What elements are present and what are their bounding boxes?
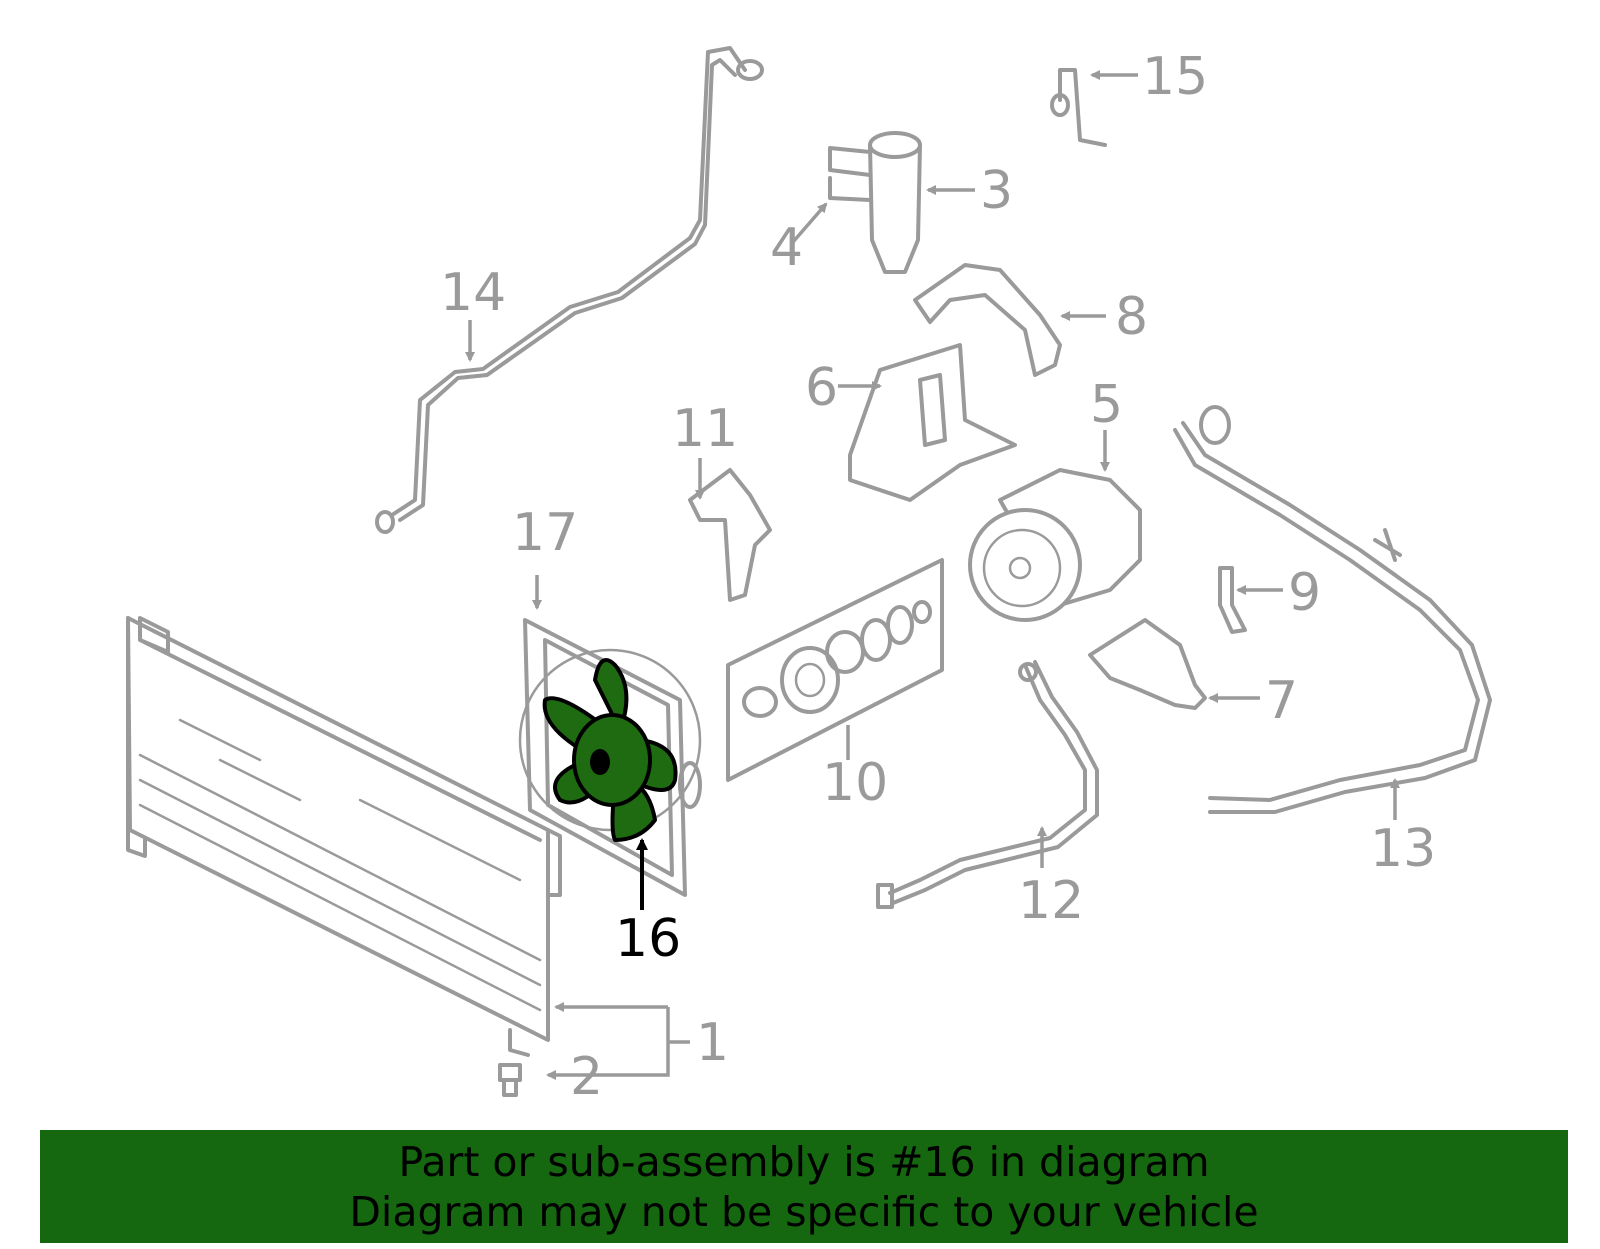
callout-1: 1 bbox=[696, 1013, 729, 1073]
callout-8: 8 bbox=[1115, 287, 1148, 347]
callout-13: 13 bbox=[1370, 819, 1436, 879]
bracket-part-8[interactable] bbox=[913, 263, 1062, 377]
compressor-part[interactable] bbox=[968, 468, 1142, 622]
parts-diagram: 1 2 3 4 5 6 7 8 9 10 11 12 13 14 15 16 1… bbox=[126, 46, 1492, 1107]
callout-15: 15 bbox=[1142, 47, 1208, 107]
callout-6: 6 bbox=[805, 358, 838, 418]
drier-bracket-part[interactable] bbox=[828, 146, 872, 202]
bracket-part-11[interactable] bbox=[688, 468, 772, 602]
pipe-part-14[interactable] bbox=[375, 46, 764, 534]
bracket-part-7[interactable] bbox=[1088, 618, 1207, 710]
bolt-part[interactable] bbox=[498, 1063, 522, 1097]
clutch-kit-part[interactable] bbox=[726, 558, 944, 782]
callout-10: 10 bbox=[822, 753, 888, 813]
bracket-part-6[interactable] bbox=[848, 343, 1017, 502]
banner-line-2: Diagram may not be specific to your vehi… bbox=[349, 1187, 1259, 1236]
callout-4: 4 bbox=[770, 218, 803, 278]
callout-leaders bbox=[465, 70, 1400, 1080]
cooling-fan-part[interactable] bbox=[542, 658, 678, 842]
callout-14: 14 bbox=[440, 263, 506, 323]
callout-16: 16 bbox=[615, 909, 681, 969]
callout-11: 11 bbox=[672, 399, 738, 459]
callout-9: 9 bbox=[1288, 563, 1321, 623]
clip-part[interactable] bbox=[1218, 566, 1247, 634]
callout-7: 7 bbox=[1265, 671, 1298, 731]
condenser-part[interactable] bbox=[126, 616, 562, 1057]
callout-17: 17 bbox=[512, 503, 578, 563]
callout-labels: 1 2 3 4 5 6 7 8 9 10 11 12 13 14 15 16 1… bbox=[440, 47, 1436, 1107]
callout-2: 2 bbox=[570, 1047, 603, 1107]
hose-part-13[interactable] bbox=[1173, 405, 1492, 814]
callout-3: 3 bbox=[980, 161, 1013, 221]
callout-12: 12 bbox=[1018, 871, 1084, 931]
info-banner: Part or sub-assembly is #16 in diagram D… bbox=[40, 1130, 1568, 1243]
hose-part-12[interactable] bbox=[876, 660, 1099, 909]
receiver-drier-part[interactable] bbox=[868, 131, 922, 274]
pipe-part-15[interactable] bbox=[1050, 68, 1107, 147]
callout-5: 5 bbox=[1090, 375, 1123, 435]
banner-line-1: Part or sub-assembly is #16 in diagram bbox=[398, 1137, 1210, 1186]
